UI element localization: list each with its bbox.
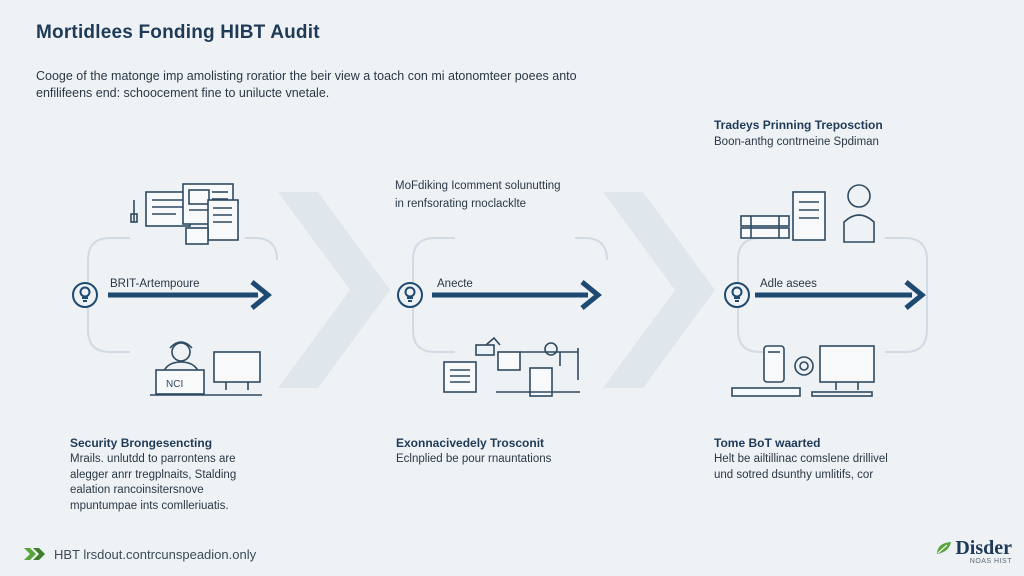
double-chevron-icon — [24, 548, 45, 560]
stage-3-body: Helt be ailtillinac comslene drillivel u… — [714, 452, 888, 483]
stage-1-arrow-label: BRIT-Artempoure — [110, 278, 200, 290]
svg-text:NCI: NCI — [166, 379, 183, 390]
lightbulb-icon-1 — [72, 282, 98, 308]
footer: HBT lrsdout.contrcunspeadion.only — [24, 546, 256, 562]
stage-2-heading: Exonnacivedely Trosconit — [396, 436, 545, 450]
lightbulb-icon-2 — [397, 282, 423, 308]
middle-note-line-1: MoFdiking Icomment solunutting — [395, 180, 561, 192]
stage-3-arrow-label: Adle asees — [760, 278, 817, 290]
brand-logo: Disder NOAS HIST — [935, 538, 1012, 565]
top-right-subtitle: Boon-anthg contrneine Spdiman — [714, 136, 879, 148]
stage-1-body-line: mpuntumpae ints comlleriuatis. — [70, 499, 229, 512]
stage-3-body-line: Helt be ailtillinac comslene drillivel — [714, 453, 888, 465]
leaf-icon — [937, 542, 952, 554]
stage-1-body-line: Mrails. unlutdd to parrontens are — [70, 453, 236, 465]
stage-2-body: Eclnplied be pour rnauntations — [396, 452, 551, 468]
stage-3-body-line: und sotred dsunthy umlitifs, cor — [714, 468, 874, 481]
footer-text: HBT lrsdout.contrcunspeadion.only — [54, 546, 257, 562]
brand-name: Disder — [955, 537, 1012, 559]
flow-arrow-2 — [432, 280, 602, 310]
intro-paragraph: Cooge of the matonge imp amolisting rora… — [36, 68, 616, 102]
loop-bracket-2-right — [575, 237, 608, 261]
brand-tagline: NOAS HIST — [969, 558, 1012, 565]
intro-line-2: enfilifeens end: schoocement fine to uni… — [36, 86, 330, 100]
flow-arrow-1 — [108, 280, 272, 310]
flow-arrow-3 — [755, 280, 926, 310]
stage-2-body-line: Eclnplied be pour rnauntations — [396, 453, 552, 465]
stage-1-body: Mrails. unlutdd to parrontens are alegge… — [70, 452, 236, 514]
chevron-shape-1 — [278, 192, 390, 388]
server-person-icon — [740, 184, 875, 243]
page-title: Mortidlees Fonding HIBT Audit — [36, 22, 320, 43]
loop-bracket-1-right — [245, 237, 278, 261]
phone-desktop-icon — [731, 345, 875, 397]
chevron-shape-2 — [603, 192, 715, 388]
top-right-heading: Tradeys Prinning Treposction — [714, 118, 883, 132]
lightbulb-icon-3 — [724, 282, 750, 308]
intro-line-1: Cooge of the matonge imp amolisting rora… — [36, 69, 577, 83]
stage-1-body-line: alegger anrr tregplnaits, Stalding — [70, 468, 237, 481]
documents-monitor-icon — [130, 183, 239, 245]
stage-2-arrow-label: Anecte — [437, 278, 473, 290]
stage-1-heading: Security Brongesencting — [70, 436, 213, 450]
loop-bracket-3-right — [885, 237, 928, 353]
workstation-icon — [443, 336, 580, 397]
worker-desk-icon: NCI — [150, 341, 262, 396]
middle-note-line-2: in renfsorating rnoclacklte — [395, 198, 527, 210]
stage-1-body-line: ealation rancoinsitersnove — [70, 484, 204, 496]
stage-3-heading: Tome BoT waarted — [714, 436, 821, 450]
